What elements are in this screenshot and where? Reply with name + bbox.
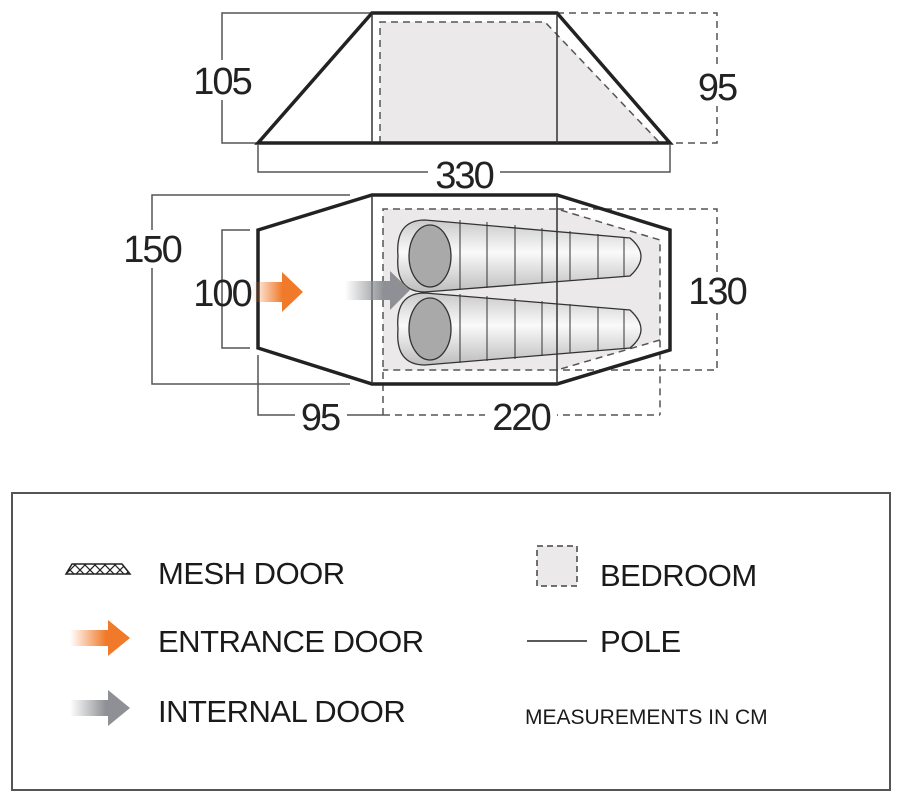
sleeping-bag (397, 219, 642, 293)
internal-door-legend-icon (70, 690, 130, 726)
dim-total-length: 330 (435, 155, 493, 197)
dim-floor-width: 150 (123, 229, 181, 271)
tent-outline-plan (256, 193, 672, 386)
mesh-door-icon (64, 563, 132, 575)
dim-bedroom-length: 220 (492, 397, 550, 439)
legend: MESH DOOR ENTRANCE DOOR INTERNAL DOOR BE… (11, 492, 891, 791)
legend-internal-door: INTERNAL DOOR (158, 694, 405, 729)
legend-entrance-door: ENTRANCE DOOR (158, 624, 424, 659)
dim-height-front: 105 (193, 61, 251, 103)
entrance-door-legend-icon (70, 620, 130, 656)
side-elevation: 105 95 (190, 11, 742, 145)
measurements-note: MEASUREMENTS IN CM (525, 706, 768, 729)
floor-plan: 150 100 130 95 220 (118, 193, 752, 439)
internal-door-arrow-icon (345, 271, 410, 310)
entrance-door-arrow-icon (252, 272, 303, 312)
dim-entrance-width: 100 (193, 273, 251, 315)
dim-bedroom-width: 130 (688, 271, 746, 313)
dim-vestibule-length: 95 (301, 397, 340, 439)
bedroom-area-side (380, 22, 660, 143)
legend-bedroom: BEDROOM (600, 558, 757, 593)
dim-height-rear: 95 (698, 67, 737, 109)
sleeping-bag (397, 292, 642, 366)
legend-mesh-door: MESH DOOR (158, 556, 345, 591)
bedroom-legend-icon (536, 545, 578, 587)
legend-pole: POLE (600, 624, 681, 659)
legend-box (11, 492, 891, 791)
